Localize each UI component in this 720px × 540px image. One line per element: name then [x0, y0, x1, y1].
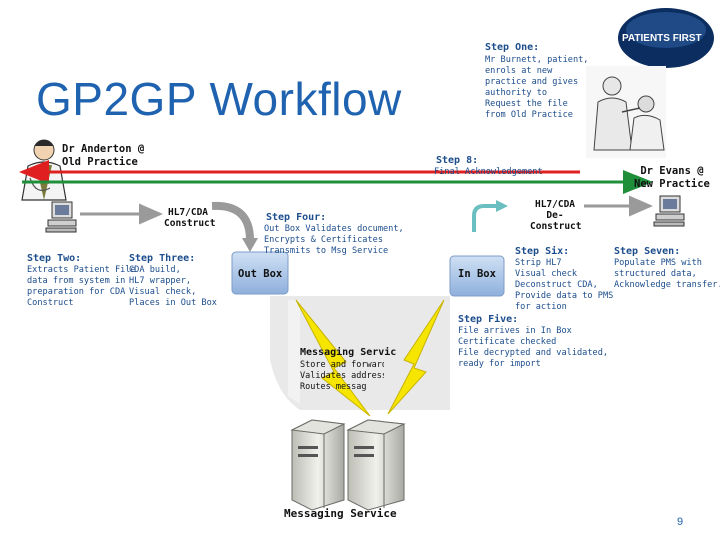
step-five-body: File arrives in In Box Certificate check… [458, 326, 608, 370]
server-left-icon [292, 420, 344, 510]
step-six-body: Strip HL7 Visual check Deconstruct CDA, … [515, 258, 613, 313]
patient-doctor-photo [586, 66, 666, 158]
step-four-heading: Step Four: [266, 212, 326, 223]
logo-text: PATIENTS FIRST [622, 33, 702, 44]
page-number: 9 [677, 516, 683, 528]
construct-label: HL7/CDA Construct [164, 207, 212, 229]
step-two-heading: Step Two: [27, 253, 81, 264]
step-seven-body: Populate PMS with structured data, Ackno… [614, 258, 720, 291]
step-eight-body: Final Acknowledgement [434, 167, 543, 178]
step-three-body: CDA build, HL7 wrapper, Visual check, Pl… [129, 265, 217, 309]
step-one-heading: Step One: [485, 42, 539, 53]
step-five-heading: Step Five: [458, 314, 518, 325]
actor-new-practice: Dr Evans @ New Practice [634, 165, 710, 191]
actor-old-practice: Dr Anderton @ Old Practice [62, 143, 144, 169]
messaging-service-label: Messaging Service [284, 507, 397, 520]
server-right-icon [348, 420, 404, 510]
arrow-inbox-to-deconstruct [474, 206, 498, 232]
computer-left-icon [46, 202, 76, 232]
step-four-body: Out Box Validates document, Encrypts & C… [264, 224, 404, 257]
deconstruct-label: HL7/CDA De- Construct [530, 199, 580, 232]
step-seven-heading: Step Seven: [614, 246, 680, 257]
computer-right-icon [654, 196, 684, 226]
step-eight-heading: Step 8: [436, 155, 478, 166]
page-title: GP2GP Workflow [36, 72, 402, 126]
arrow-construct-to-outbox [212, 206, 250, 240]
step-three-heading: Step Three: [129, 253, 195, 264]
messaging-service-body: Store and forward, Validates address Rou… [300, 360, 384, 393]
out-box-label: Out Box [238, 268, 282, 280]
step-one-body: Mr Burnett, patient, enrols at new pract… [485, 55, 588, 121]
in-box-label: In Box [458, 268, 496, 280]
step-six-heading: Step Six: [515, 246, 569, 257]
step-two-body: Extracts Patient File data from system i… [27, 265, 136, 309]
doctor-icon [22, 140, 66, 200]
messaging-service-heading: Messaging Servic [300, 347, 400, 358]
